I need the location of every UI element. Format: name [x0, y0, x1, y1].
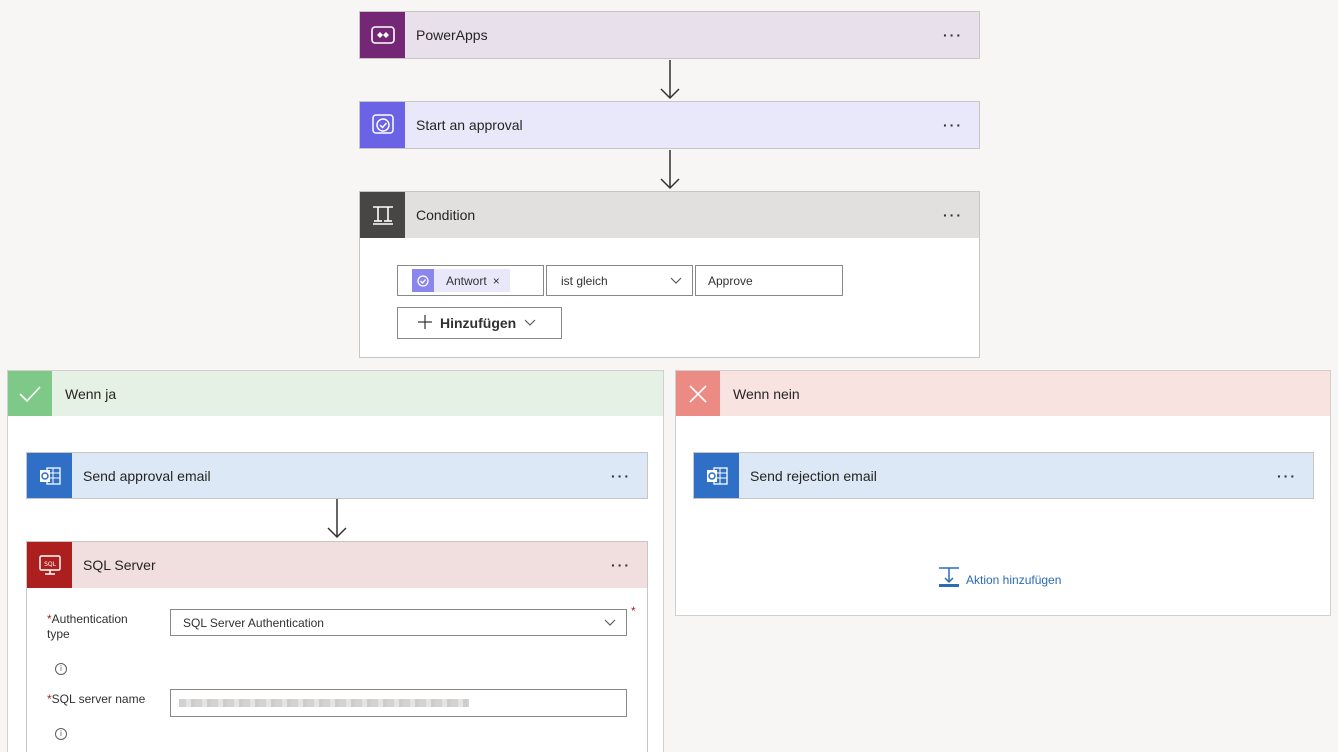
branch-no-container: Wenn nein Send rejection email ··· Aktio… [675, 370, 1331, 616]
arrow-down-icon [659, 60, 681, 100]
approval-title: Start an approval [416, 117, 523, 133]
condition-title: Condition [416, 207, 476, 223]
sql-server-title: SQL Server [83, 557, 156, 573]
authentication-type-select[interactable]: SQL Server Authentication [170, 609, 627, 636]
token-remove-icon[interactable]: × [492, 273, 500, 288]
arrow-down-icon [326, 499, 348, 539]
condition-value: Approve [708, 273, 753, 288]
condition-right-operand[interactable]: Approve [695, 265, 843, 296]
chevron-down-icon [670, 274, 682, 288]
info-icon[interactable]: i [55, 728, 67, 740]
sql-server-more-icon[interactable]: ··· [611, 557, 631, 573]
checkmark-icon [8, 371, 52, 416]
add-condition-label: Hinzufügen [440, 315, 517, 331]
arrow-down-icon [659, 150, 681, 190]
outlook-icon [27, 453, 72, 498]
required-marker: * [47, 692, 52, 706]
add-action-link[interactable]: Aktion hinzufügen [938, 566, 1061, 593]
info-icon[interactable]: i [55, 663, 67, 675]
authentication-type-value: SQL Server Authentication [183, 615, 324, 630]
condition-operator-value: ist gleich [561, 273, 608, 288]
send-rejection-email-card[interactable]: Send rejection email ··· [693, 452, 1314, 499]
powerapps-icon [360, 12, 405, 58]
powerapps-more-icon[interactable]: ··· [943, 27, 963, 43]
authentication-type-label: *Authentication type [47, 612, 128, 641]
condition-token-label: Antwort [446, 273, 487, 288]
sql-server-name-label: *SQL server name [47, 692, 146, 706]
svg-text:SQL: SQL [44, 561, 57, 568]
condition-icon [360, 192, 405, 238]
approval-icon [360, 102, 405, 148]
plus-icon [418, 314, 432, 332]
send-approval-email-title: Send approval email [83, 467, 211, 484]
redacted-server-name [179, 699, 469, 707]
send-approval-email-more-icon[interactable]: ··· [611, 467, 631, 484]
condition-token[interactable]: Antwort × [412, 269, 510, 292]
chevron-down-icon [524, 316, 536, 330]
condition-card: Condition ··· Antwort × ist gleich Appro… [359, 191, 980, 358]
outlook-icon [694, 453, 739, 498]
powerapps-trigger-card[interactable]: PowerApps ··· [359, 11, 980, 59]
branch-yes-title: Wenn ja [65, 385, 117, 402]
condition-operator-select[interactable]: ist gleich [546, 265, 693, 296]
send-approval-email-card[interactable]: Send approval email ··· [26, 452, 648, 499]
add-condition-button[interactable]: Hinzufügen [397, 307, 562, 339]
sql-server-icon: SQL [27, 542, 72, 588]
add-action-icon [938, 566, 960, 593]
required-marker: * [47, 612, 52, 626]
send-rejection-email-more-icon[interactable]: ··· [1277, 467, 1297, 484]
branch-no-title: Wenn nein [733, 385, 800, 402]
sql-server-name-input[interactable] [170, 689, 627, 717]
condition-more-icon[interactable]: ··· [943, 207, 963, 223]
chevron-down-icon [604, 616, 616, 630]
branch-yes-container: Wenn ja Send approval email ··· SQL SQL … [7, 370, 664, 752]
sql-server-card: SQL SQL Server ··· *Authentication type … [26, 541, 648, 752]
condition-left-operand[interactable]: Antwort × [397, 265, 544, 296]
powerapps-title: PowerApps [416, 27, 488, 43]
required-marker: * [631, 604, 636, 618]
start-approval-card[interactable]: Start an approval ··· [359, 101, 980, 149]
approval-token-icon [412, 269, 434, 292]
approval-more-icon[interactable]: ··· [943, 117, 963, 133]
close-icon [676, 371, 720, 416]
send-rejection-email-title: Send rejection email [750, 467, 877, 484]
add-action-label: Aktion hinzufügen [966, 572, 1062, 587]
